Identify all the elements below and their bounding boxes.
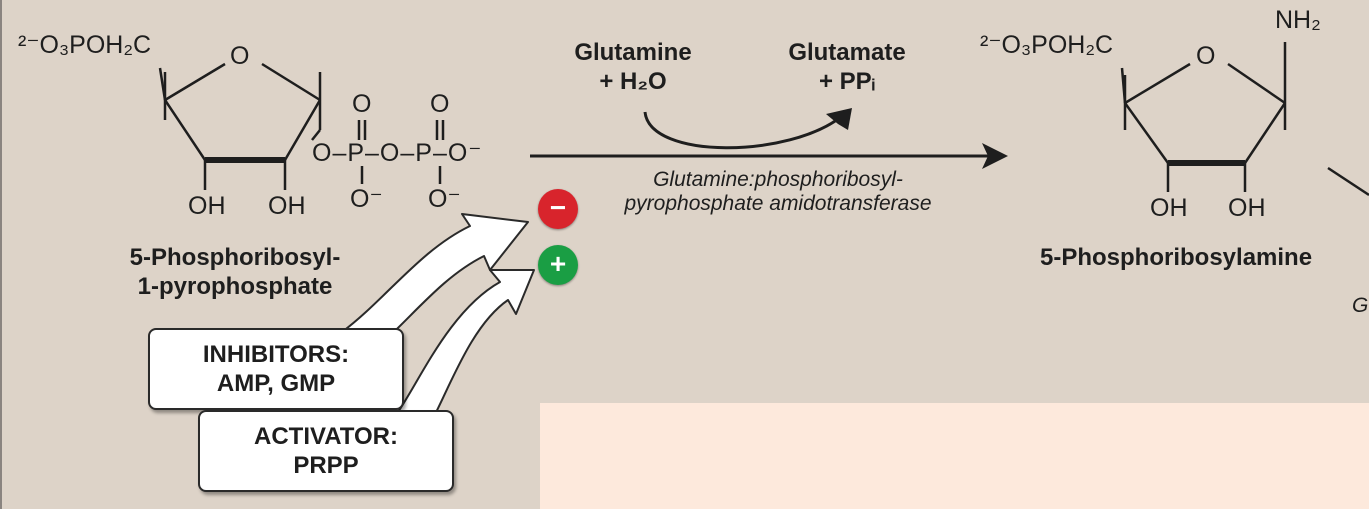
product-phosphate-group: ²⁻O₃POH₂C: [980, 31, 1114, 59]
substrate-oh-2: OH: [268, 192, 306, 220]
substrate-c5-bond: [158, 67, 167, 101]
product-ring-bond-left: [1123, 102, 1170, 164]
activator-callout: ACTIVATOR: PRPP: [198, 410, 454, 492]
substrate-pp-chain: O–P–O–P–O⁻: [312, 139, 483, 167]
substrate-c1-o-bond: [311, 129, 321, 141]
substrate-name: 5-Phosphoribosyl- 1-pyrophosphate: [110, 243, 360, 301]
product-ring-bond-ur: [1227, 62, 1286, 105]
product-c5-bond: [1120, 67, 1127, 104]
product-oh-1: OH: [1150, 194, 1188, 222]
substrate-pp-bottom-o-2: O⁻: [428, 185, 461, 213]
reactant-extra: + H₂O: [599, 68, 667, 95]
product-oh-2: OH: [1228, 194, 1266, 222]
substrate-ring-bond-right: [283, 99, 322, 161]
product-ring-bond-right: [1243, 102, 1287, 164]
substrate-pp-top-o-2: O: [430, 90, 450, 118]
product-exit-bond: [1327, 166, 1369, 197]
activator-callout-arrow: [397, 269, 535, 425]
product-ring-oxygen: O: [1196, 42, 1216, 70]
activator-title: ACTIVATOR:: [254, 423, 398, 450]
byproduct-name: Glutamate: [788, 39, 906, 66]
inhibitor-callout-arrow: [341, 213, 529, 353]
product-amine: NH₂: [1275, 6, 1321, 34]
blank-overlay-panel: [540, 403, 1369, 509]
cut-off-label: G: [1352, 294, 1369, 317]
enzyme-label: Glutamine:phosphoribosyl- pyrophosphate …: [583, 168, 973, 216]
substrate-ring-bond-ul: [164, 62, 226, 102]
inhibitors-callout: INHIBITORS: AMP, GMP: [148, 328, 404, 410]
product-ring-bond-ul: [1124, 62, 1191, 105]
substrate-oh-1: OH: [188, 192, 226, 220]
substrate-ring-bond-left: [163, 99, 207, 161]
activation-plus-icon: +: [538, 245, 578, 285]
enzyme-name-line1: Glutamine:phosphoribosyl-: [653, 168, 903, 191]
product-byproduct-label: Glutamate + PPᵢ: [762, 38, 932, 96]
activator-list: PRPP: [293, 452, 359, 479]
enzyme-name-line2: pyrophosphate amidotransferase: [624, 192, 932, 215]
substrate-ring-bond-ur: [261, 62, 321, 102]
left-border: [0, 0, 2, 509]
curve-arrowhead: [826, 108, 852, 130]
substrate-name-line1: 5-Phosphoribosyl-: [129, 244, 341, 271]
byproduct-extra: + PPᵢ: [818, 68, 876, 95]
substrate-phosphate-group: ²⁻O₃POH₂C: [18, 31, 152, 59]
reactant-name: Glutamine: [574, 39, 692, 66]
substrate-name-line2: 1-pyrophosphate: [137, 273, 333, 300]
substrate-pp-top-o-1: O: [352, 90, 372, 118]
glutamine-curve-arrow: [643, 111, 843, 150]
inhibition-minus-icon: −: [538, 189, 578, 229]
inhibitors-list: AMP, GMP: [216, 370, 336, 397]
substrate-ring-oxygen: O: [230, 42, 250, 70]
reactant-label: Glutamine + H₂O: [548, 38, 718, 96]
substrate-pp-bottom-o-1: O⁻: [350, 185, 383, 213]
product-name: 5-Phosphoribosylamine: [1040, 244, 1313, 271]
inhibitors-title: INHIBITORS:: [202, 341, 350, 368]
main-arrowhead: [982, 143, 1008, 169]
